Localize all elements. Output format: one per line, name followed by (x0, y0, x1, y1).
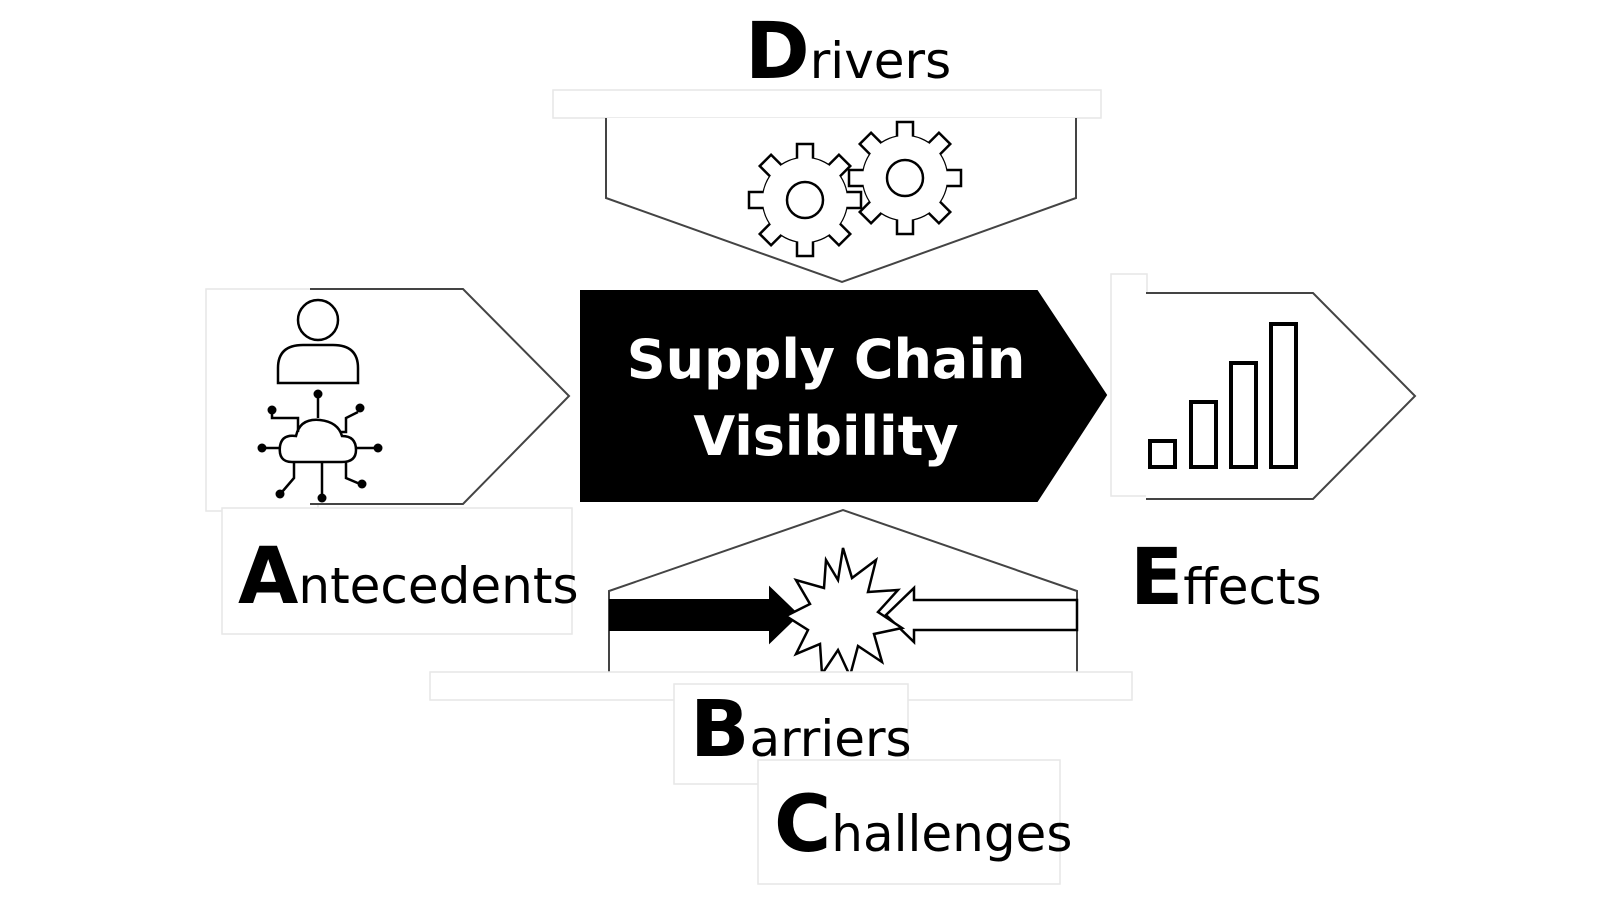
collision-arrows-icon (609, 547, 1079, 680)
center-section: Supply Chain Visibility (580, 290, 1108, 502)
antecedents-arrow (310, 288, 571, 505)
drivers-section: Drivers (552, 7, 1102, 284)
center-title-line1: Supply Chain (627, 328, 1026, 391)
bar-chart-icon (1148, 322, 1298, 469)
gears-icon (747, 120, 963, 258)
effects-section: Effects (1110, 273, 1417, 623)
center-title-line2: Visibility (693, 405, 958, 468)
explosion-icon (783, 547, 906, 680)
barriers-section: Barriers Challenges (429, 508, 1133, 885)
bar-3-icon (1229, 361, 1258, 469)
drivers-label-panel (552, 89, 1102, 119)
antecedents-label-panel (221, 507, 573, 635)
bar-4-icon (1269, 322, 1298, 469)
bar-1-icon (1148, 439, 1177, 469)
arrow-right-filled-icon (609, 585, 800, 645)
effects-icon-panel (1110, 273, 1148, 497)
challenges-label: Challenges (774, 780, 1072, 870)
person-head-icon (296, 298, 340, 342)
network-nodes-icon (257, 389, 383, 503)
antecedents-label: Antecedents (238, 532, 579, 622)
bar-2-icon (1189, 400, 1218, 469)
challenges-label-panel (757, 759, 1061, 885)
barriers-label: Barriers (690, 685, 912, 775)
gear-right-icon (847, 120, 963, 236)
effects-label: Effects (1130, 533, 1322, 623)
antecedents-section: Antecedents (205, 288, 579, 635)
cloud-icon (278, 418, 358, 464)
person-cloud-network-icon (257, 298, 383, 503)
drivers-label: Drivers (745, 7, 951, 97)
antecedents-icon-panel (205, 288, 319, 512)
network-lines-icon (264, 397, 376, 496)
gear-left-icon (747, 142, 863, 258)
person-body-icon (276, 343, 360, 385)
center-arrow (580, 290, 1108, 502)
